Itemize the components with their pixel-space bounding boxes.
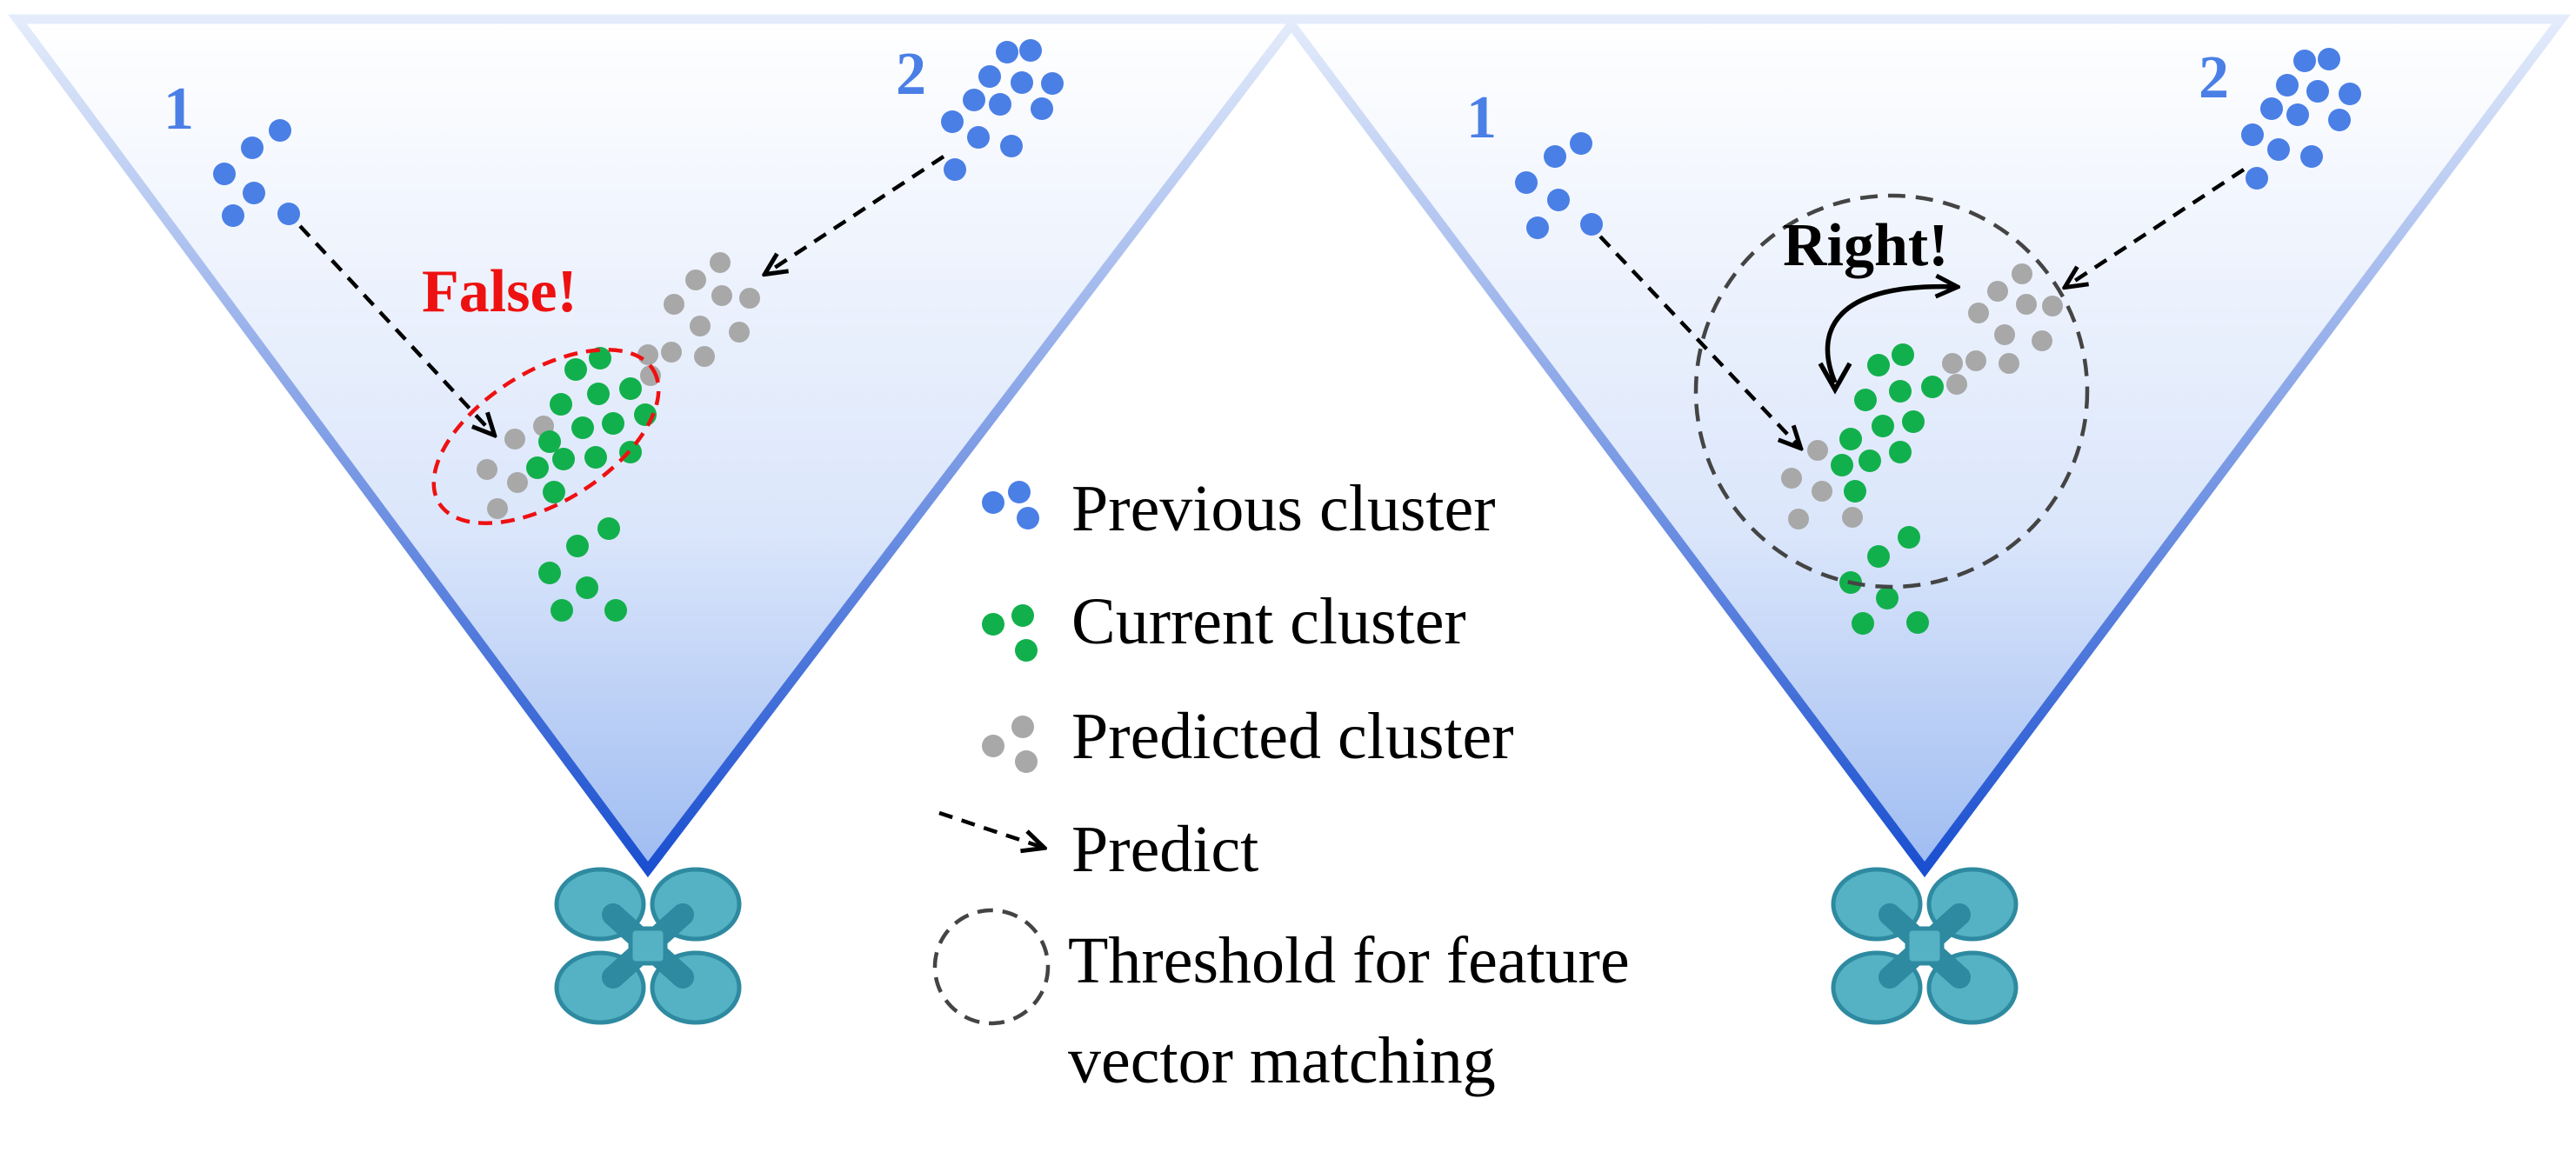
legend-threshold-label: Threshold for feature	[1068, 924, 1630, 997]
left-predict-arrow-1	[298, 224, 494, 435]
right-match-arc-start-head	[1818, 362, 1852, 395]
right-previous-cluster-2	[2241, 48, 2361, 190]
right-predicted-cluster-2	[1942, 263, 2063, 395]
predicted-cluster-dots-icon	[982, 716, 1038, 773]
left-cluster-1-label: 1	[164, 76, 194, 143]
right-current-cluster	[1831, 343, 1944, 635]
right-cluster-2-label: 2	[2199, 44, 2229, 111]
left-drone-icon	[557, 869, 739, 1022]
left-current-cluster	[526, 347, 657, 622]
right-predict-arrow-1	[1598, 235, 1800, 448]
right-cluster-1-label: 1	[1466, 84, 1497, 151]
legend: Previous cluster Current cluster Predict…	[932, 472, 1630, 1097]
left-verdict-label: False!	[422, 258, 577, 325]
right-match-arc	[1825, 287, 1957, 384]
legend-predicted-cluster-label: Predicted cluster	[1071, 700, 1514, 773]
threshold-circle-icon	[932, 908, 1051, 1026]
legend-predict-label: Predict	[1071, 813, 1258, 886]
legend-current-cluster-label: Current cluster	[1071, 585, 1466, 658]
previous-cluster-dots-icon	[982, 481, 1039, 529]
legend-previous-cluster-label: Previous cluster	[1071, 472, 1496, 545]
right-panel: 1 2	[1278, 14, 2571, 1022]
left-false-match-ellipse	[431, 348, 661, 525]
left-cluster-2-label: 2	[896, 41, 926, 108]
current-cluster-dots-icon	[982, 604, 1038, 662]
right-predict-arrow-2	[2065, 168, 2246, 287]
left-previous-cluster-1	[213, 119, 300, 227]
right-previous-cluster-1	[1515, 132, 1603, 239]
left-predict-arrow-2	[765, 155, 945, 274]
left-camera-view-cone	[8, 14, 1306, 878]
predict-arrow-icon	[938, 810, 1044, 848]
right-camera-view-cone	[1278, 14, 2571, 878]
left-previous-cluster-2	[941, 39, 1064, 181]
left-panel: 1 2	[8, 14, 1306, 1022]
right-threshold-circle	[1693, 193, 2090, 589]
right-verdict-label: Right!	[1783, 212, 1949, 279]
left-predicted-cluster-2	[637, 252, 760, 367]
legend-threshold-label-line2: vector matching	[1068, 1024, 1496, 1097]
right-drone-icon	[1833, 869, 2016, 1022]
right-predicted-cluster-1	[1781, 440, 1863, 529]
left-predicted-cluster-1	[477, 365, 661, 519]
